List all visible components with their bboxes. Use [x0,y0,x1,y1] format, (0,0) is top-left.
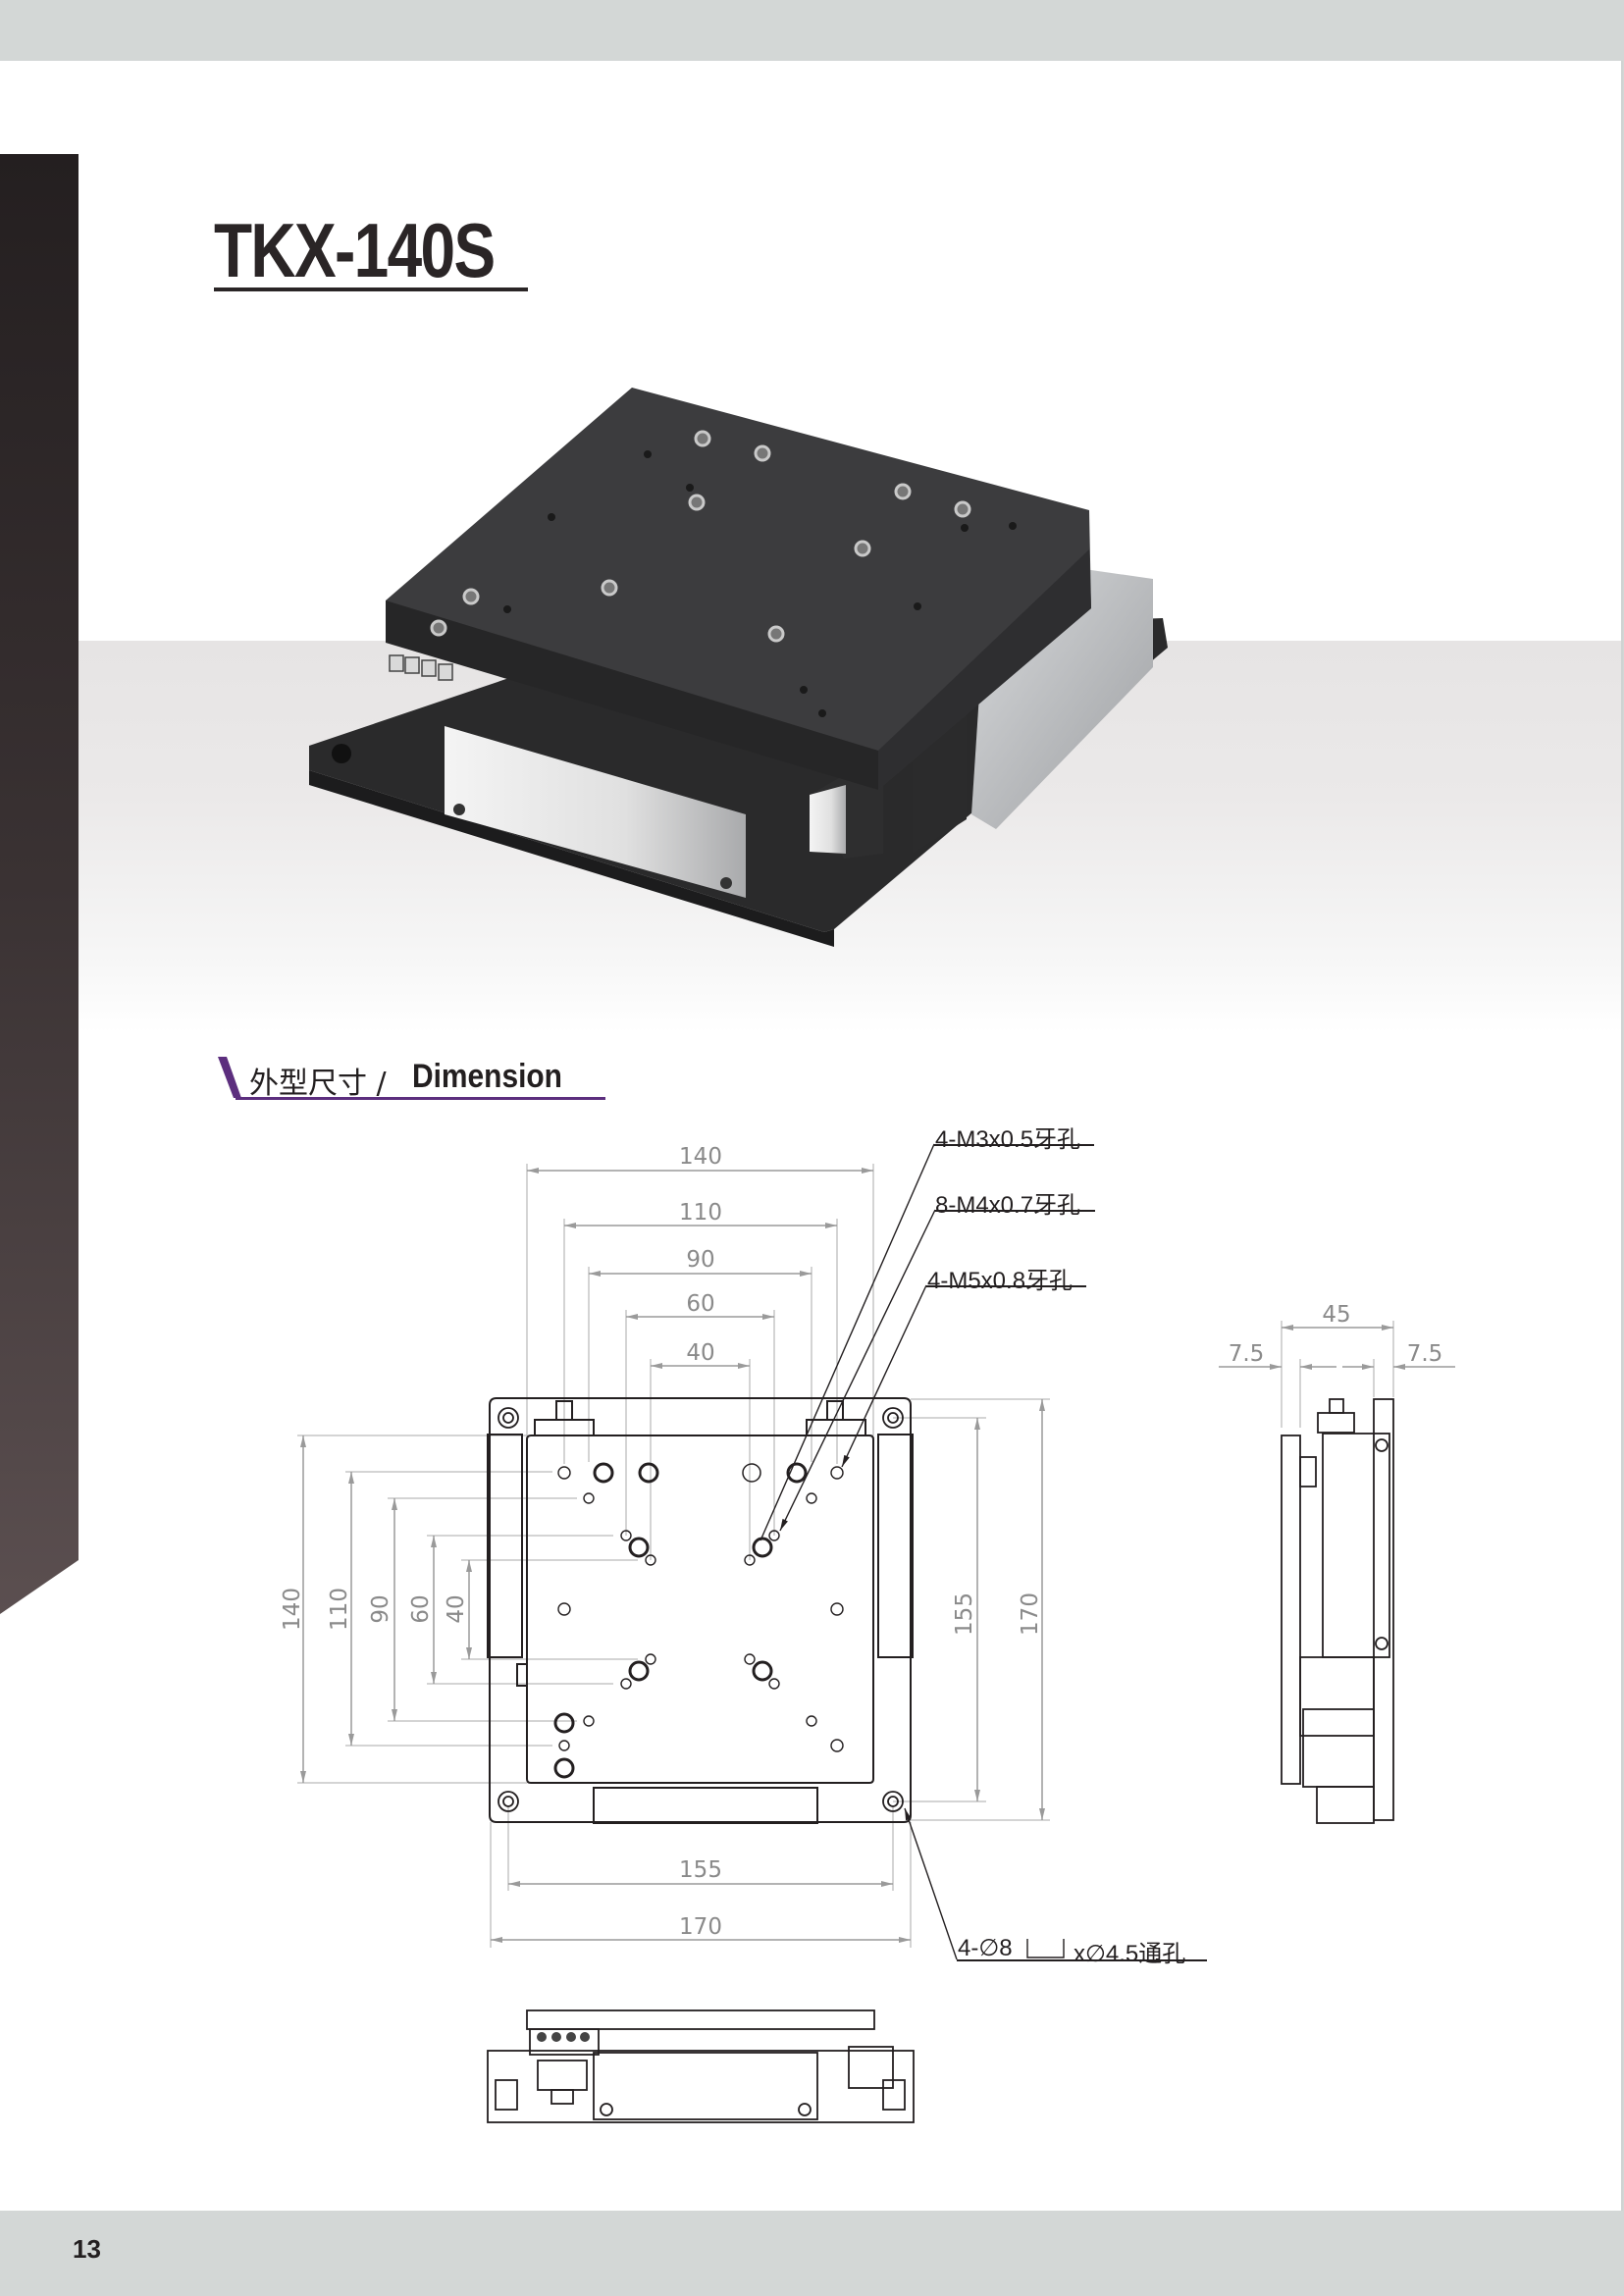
section-title-en: Dimension [412,1058,562,1095]
page [0,61,1623,2211]
section-title-cn: 外型尺寸 / [249,1067,387,1101]
product-photo-backdrop [0,641,1621,1033]
section-underline [236,1097,605,1100]
side-accent-bar [0,154,79,1614]
section-accent-slash [218,1057,241,1098]
callout-m4-underline [935,1210,1095,1212]
counterbore-symbol-icon [1026,1939,1065,1958]
callout-m4-tapped-holes: 8-M4x0.7牙孔 [935,1192,1081,1219]
callout-counterbore-qty: 4-∅8 [958,1935,1013,1961]
callout-hole-underline [957,1959,1207,1961]
callout-m5-tapped-holes: 4-M5x0.8牙孔 [927,1268,1074,1294]
page-number: 13 [73,2234,101,2264]
title-underline [214,287,528,291]
callout-through-hole: x∅4.5通孔 [1074,1941,1186,1967]
callout-m3-tapped-holes: 4-M3x0.5牙孔 [935,1126,1081,1153]
callout-m3-underline [934,1144,1094,1146]
product-title: TKX-140S [214,207,496,293]
callout-m5-underline [926,1285,1086,1287]
